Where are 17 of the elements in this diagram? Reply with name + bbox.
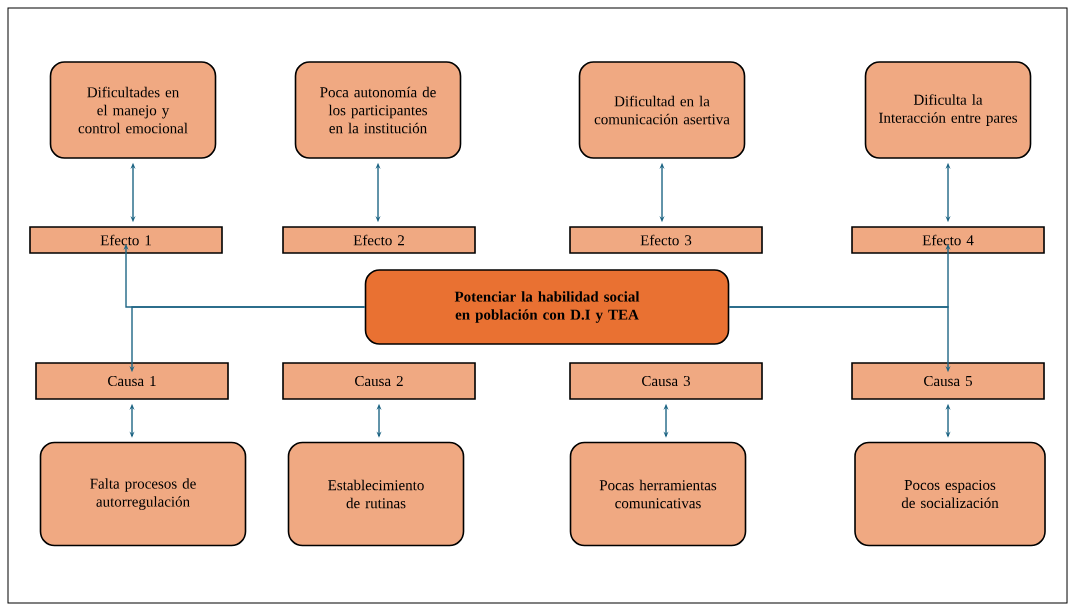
label-box: Efecto 3	[569, 226, 763, 254]
label-box: Efecto 2	[282, 226, 476, 254]
label-box: Causa 2	[282, 362, 476, 400]
central-problem-box: Potenciar la habilidad social en población con D.I y TEA	[364, 269, 730, 345]
label-box: Causa 1	[35, 362, 229, 400]
rounded-box: Falta procesos de autorregulación	[39, 441, 247, 547]
rounded-box: Pocas herramientas comunicativas	[569, 441, 747, 547]
label-box: Efecto 4	[851, 226, 1045, 254]
rounded-box: Dificulta la Interacción entre pares	[864, 61, 1032, 159]
label-box: Efecto 1	[29, 226, 223, 254]
rounded-box: Pocos espacios de socialización	[854, 441, 1046, 547]
label-box: Causa 5	[851, 362, 1045, 400]
rounded-box: Dificultad en la comunicación asertiva	[578, 61, 746, 159]
rounded-box: Poca autonomía de los participantes en la institución	[294, 61, 462, 159]
rounded-box: Establecimiento de rutinas	[287, 441, 465, 547]
label-box: Causa 3	[569, 362, 763, 400]
rounded-box: Dificultades en el manejo y control emocional	[49, 61, 217, 159]
